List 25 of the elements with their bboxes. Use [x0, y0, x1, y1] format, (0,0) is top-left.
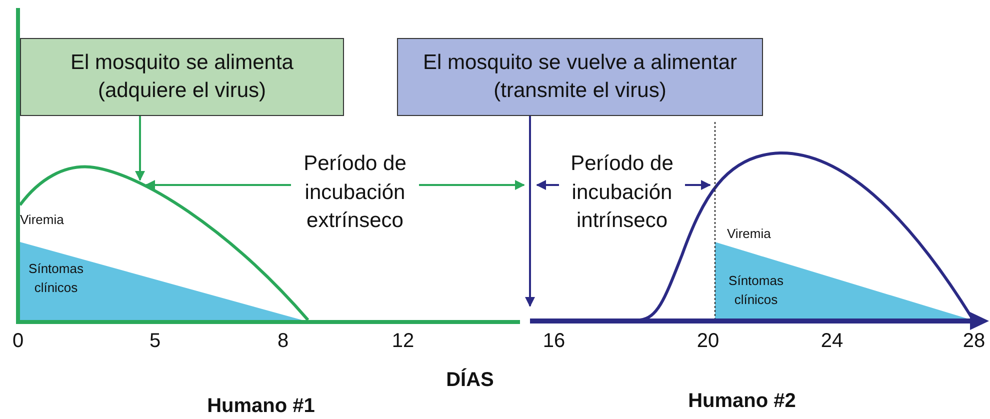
tick-label: 5: [149, 330, 161, 353]
tick-label: 28: [962, 330, 986, 353]
tick-label: 24: [820, 330, 844, 353]
period-label: Período de incubación intrínseco: [559, 145, 685, 241]
tick-label: 12: [392, 330, 414, 353]
period-label: Período de incubación extrínseco: [291, 145, 419, 241]
area-label: Síntomas clínicos: [728, 272, 784, 309]
tick-label: 16: [542, 330, 566, 353]
arrow: [685, 180, 711, 190]
area-label: Síntomas clínicos: [28, 260, 84, 297]
curve-label: Viremia: [727, 226, 771, 241]
pointer-arrow: [525, 116, 535, 307]
tick-label: 0: [12, 330, 24, 353]
arrow: [135, 116, 145, 181]
tick-label: 20: [696, 330, 720, 353]
panel-title: Humano #1: [207, 395, 315, 418]
pointer-arrow: [536, 180, 559, 190]
arrow: [145, 180, 291, 190]
pointer-arrow: [419, 180, 525, 190]
event-box: El mosquito se alimenta (adquiere el virus): [20, 38, 344, 116]
event-box: El mosquito se vuelve a alimentar (transmite el virus): [397, 38, 763, 116]
panel-title: Humano #2: [688, 390, 796, 413]
axis-title: DÍAS: [446, 369, 494, 392]
curve-label: Viremia: [20, 212, 64, 227]
tick-label: 8: [277, 330, 289, 353]
